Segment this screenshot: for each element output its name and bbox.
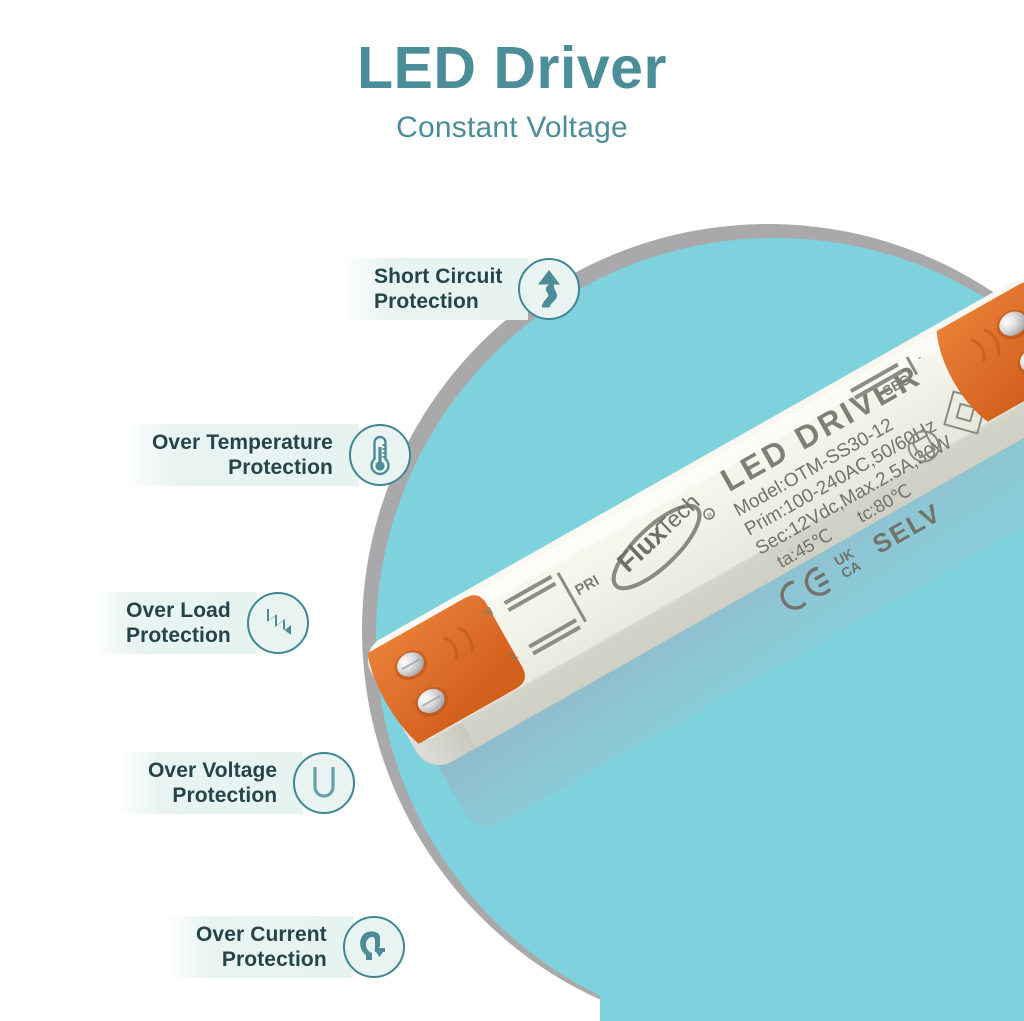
feature-label-line1: Short Circuit: [374, 265, 503, 288]
feature-label-line2: Protection: [126, 624, 231, 647]
feature-over-current-protection[interactable]: Over Current Protection: [166, 916, 405, 978]
feature-label-badge: Over Current Protection: [166, 916, 353, 978]
header-block: LED Driver Constant Voltage: [0, 34, 1024, 148]
feature-label-line2: Protection: [221, 948, 327, 971]
feature-label-line1: Over Current: [196, 923, 327, 946]
feature-label-line2: Protection: [228, 456, 333, 479]
feature-short-circuit-protection[interactable]: Short Circuit Protection: [344, 258, 581, 320]
feature-label-badge: Short Circuit Protection: [344, 258, 529, 320]
feature-label-line1: Over Voltage: [148, 759, 278, 782]
product-image-led-driver: PRI N L Flux Tech R LED DRIVER: [330, 210, 1024, 910]
feature-label-badge: Over Voltage Protection: [118, 752, 304, 814]
letter-u-icon: [293, 752, 356, 814]
feature-over-temperature-protection[interactable]: Over Temperature Protection: [122, 424, 411, 486]
page-title: LED Driver: [357, 35, 667, 101]
terminal-block-primary: [367, 595, 525, 744]
feature-label-line2: Protection: [172, 784, 278, 807]
feature-label-badge: Over Load Protection: [96, 592, 257, 654]
svg-text:R: R: [706, 512, 714, 521]
u-turn-arrow-icon: [342, 916, 405, 978]
thermometer-icon: [348, 424, 411, 486]
page-subtitle: Constant Voltage: [396, 111, 628, 144]
feature-label-badge: Over Temperature Protection: [122, 424, 359, 486]
feature-over-voltage-protection[interactable]: Over Voltage Protection: [118, 752, 356, 814]
symbol-independent-luminaire-icon: [907, 430, 940, 463]
svg-text:-: -: [914, 350, 924, 364]
feature-over-load-protection[interactable]: Over Load Protection: [96, 592, 309, 654]
lightning-bolt-icon: [246, 592, 309, 654]
terminal-block-secondary: [936, 282, 1024, 422]
wavy-arrow-icon: [518, 258, 581, 320]
backdrop-cyan-wash-right: [880, 560, 1024, 1021]
feature-label-line2: Protection: [374, 290, 479, 313]
feature-label-line1: Over Temperature: [152, 431, 333, 454]
feature-label-line1: Over Load: [126, 599, 231, 622]
